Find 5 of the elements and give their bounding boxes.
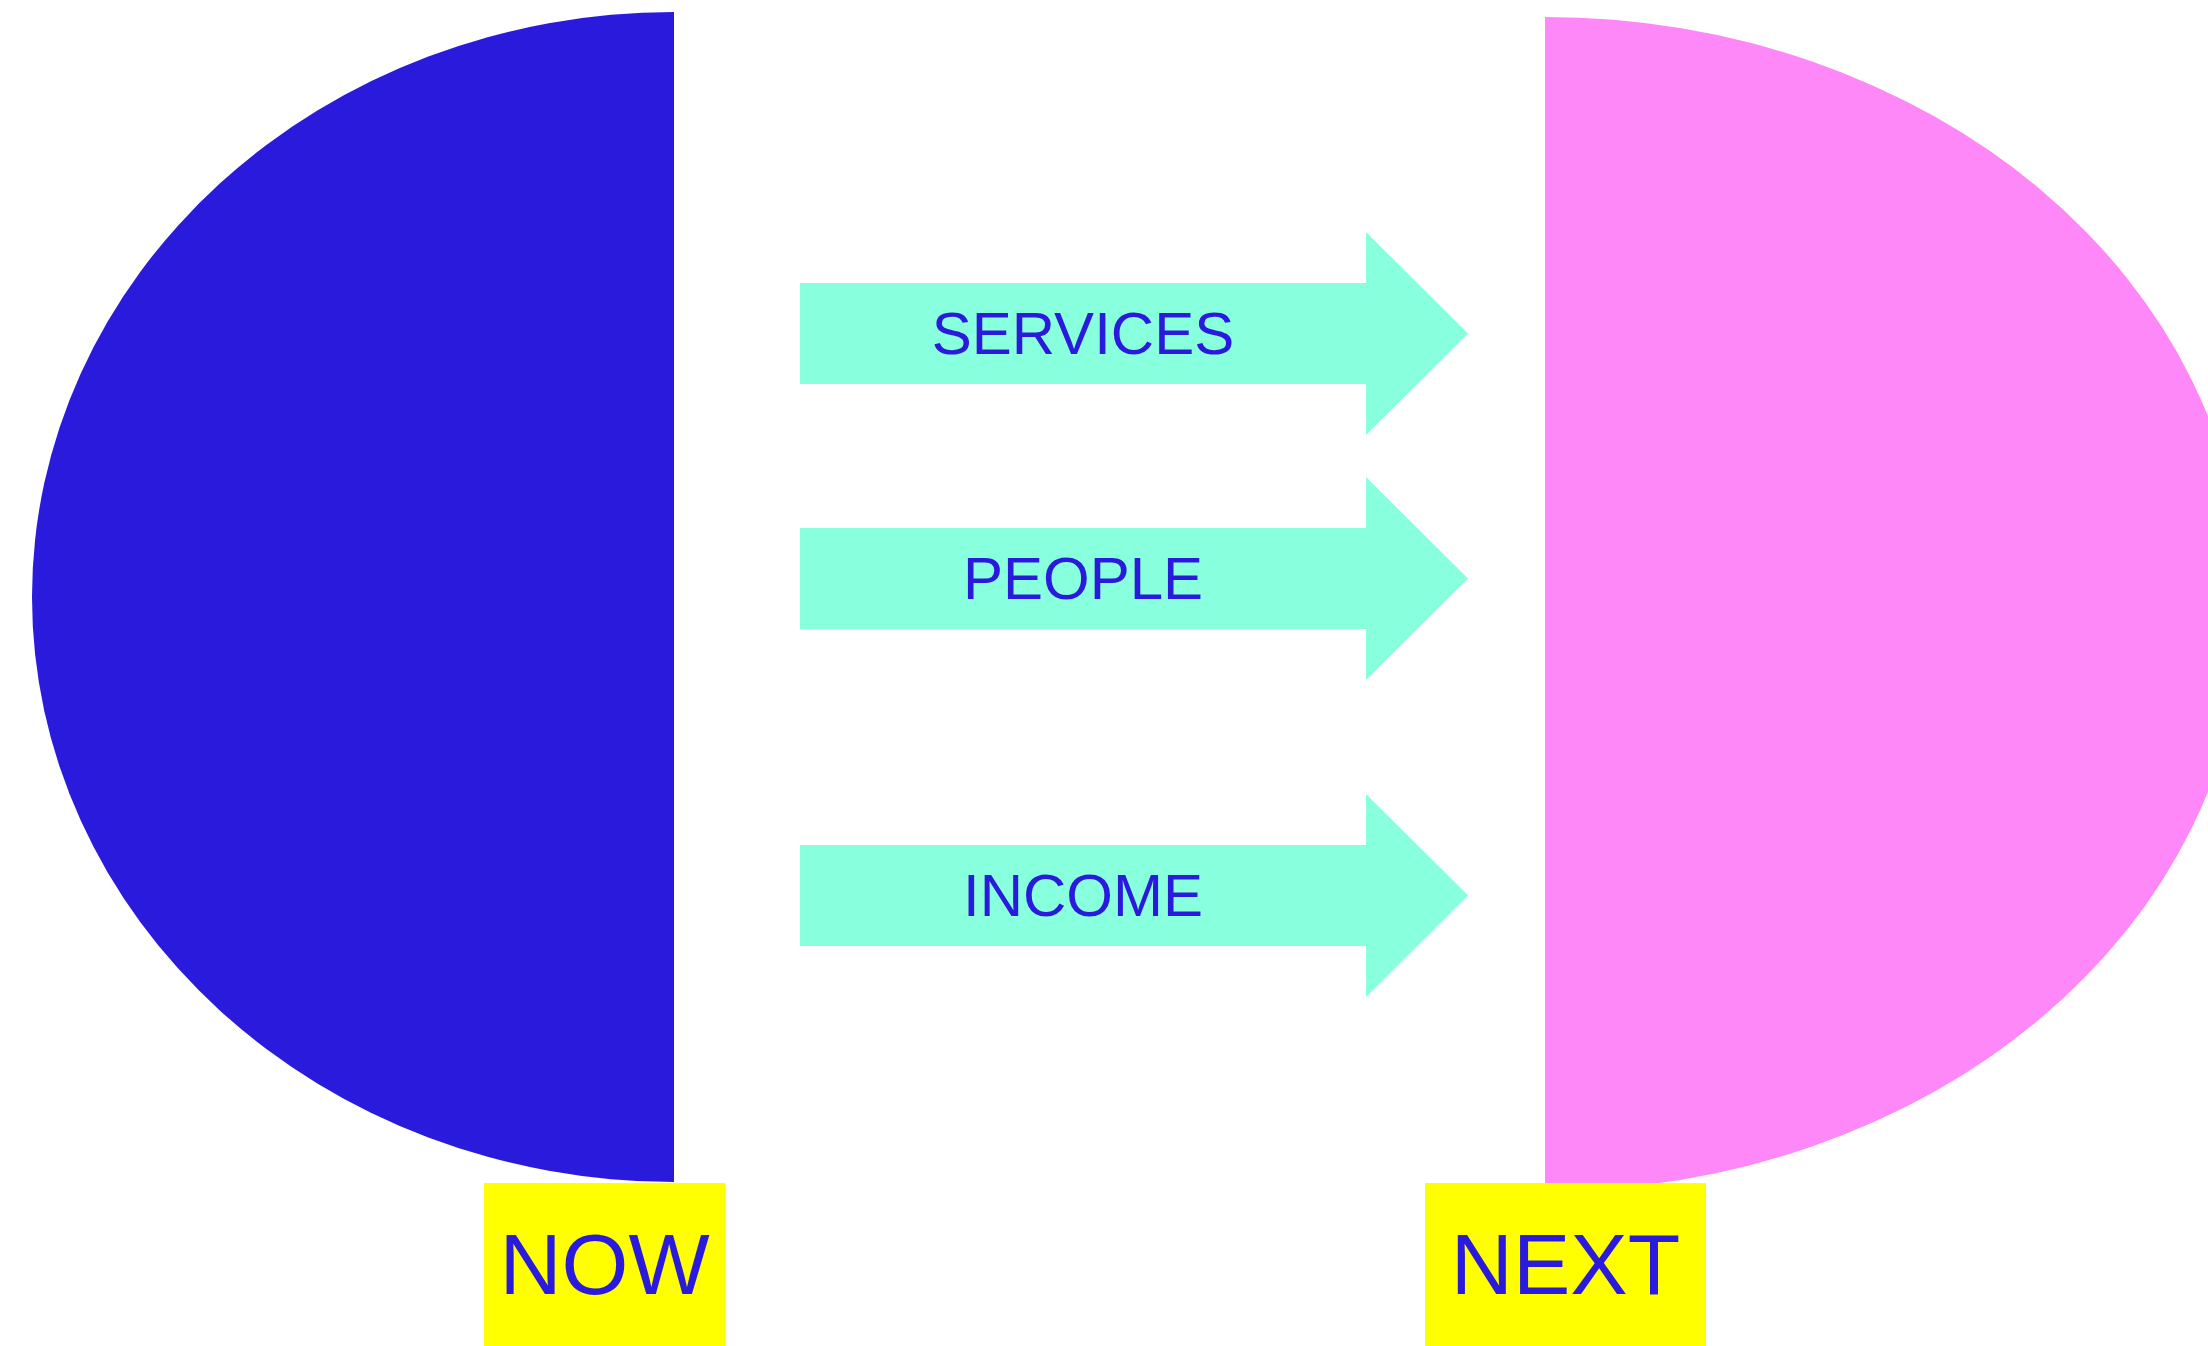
stage-label: NEXT: [1425, 1183, 1706, 1346]
arrow-label: INCOME: [962, 861, 1204, 931]
arrow-label: SERVICES: [930, 299, 1236, 369]
arrow-label: PEOPLE: [961, 544, 1205, 614]
stage-label: NOW: [484, 1183, 725, 1346]
